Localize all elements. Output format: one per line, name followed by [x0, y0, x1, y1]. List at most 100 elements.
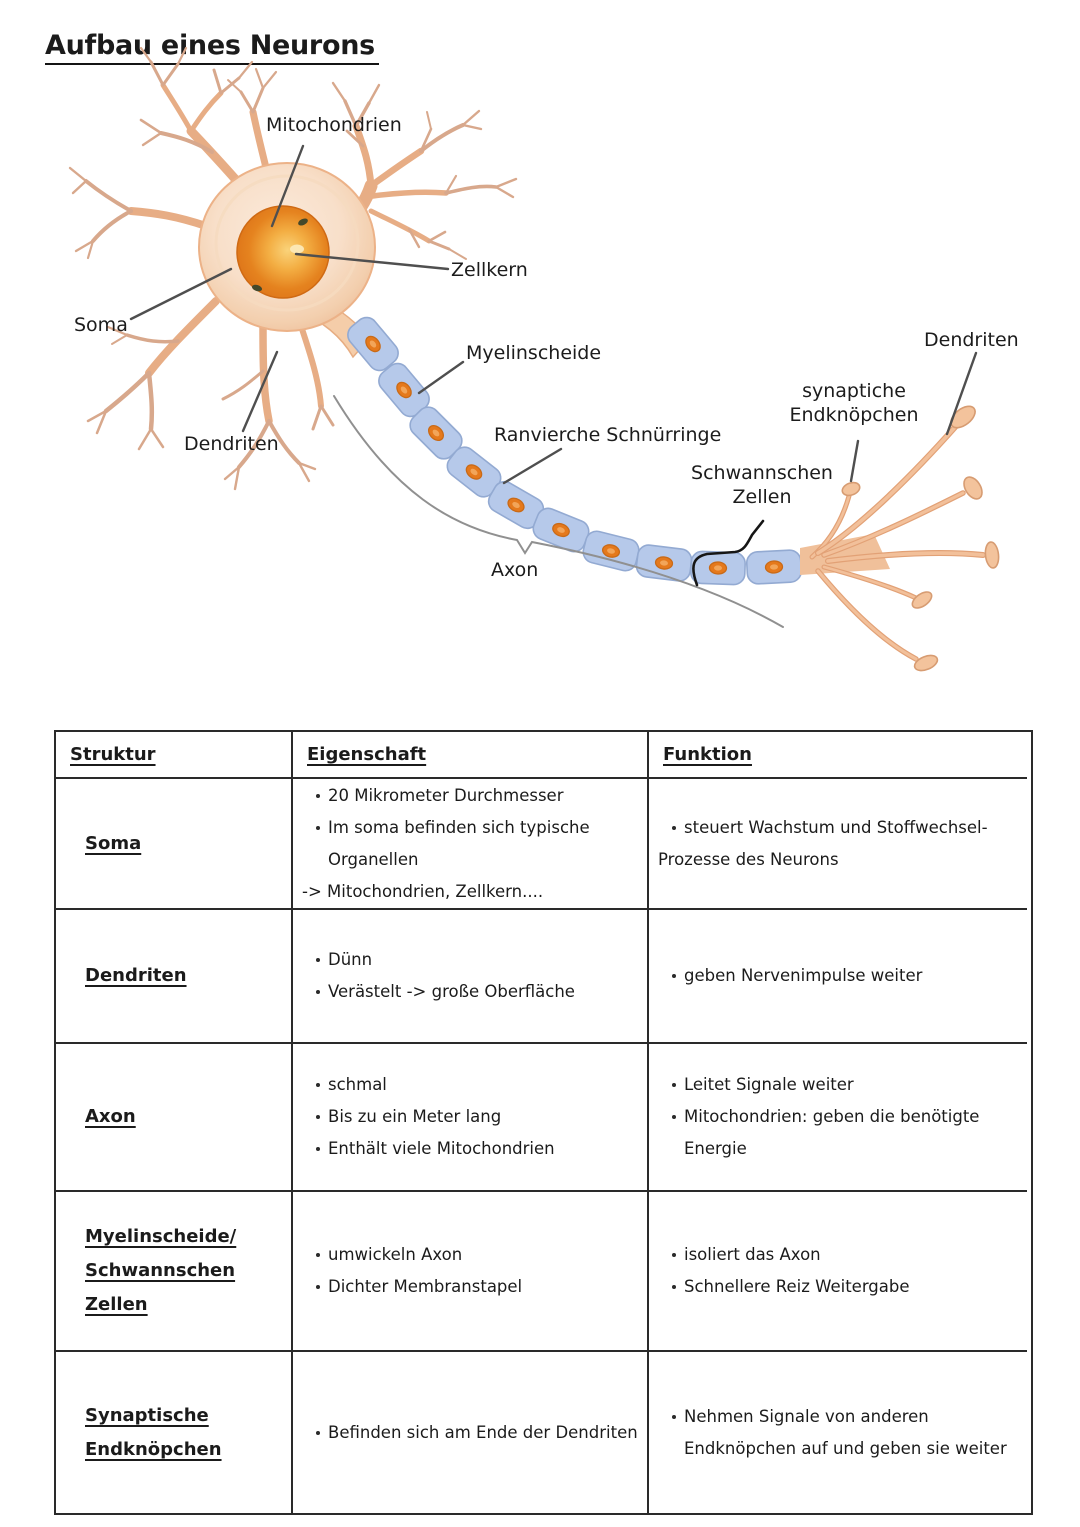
dendrite-branch: [494, 185, 515, 199]
funktion-line: Energie: [649, 1133, 1027, 1165]
label-ranvier: Ranvierche Schnürringe: [494, 424, 722, 446]
pointer-zellkern: [294, 252, 450, 271]
struktur-label: Dendriten: [85, 965, 187, 986]
dendrite-branch: [426, 111, 432, 130]
terminal-branch-core: [822, 491, 965, 557]
schwann-brace: [692, 519, 765, 587]
axon-sweep-line: [333, 395, 784, 628]
funktion-text: Mitochondrien: geben die benötigte: [684, 1107, 980, 1126]
label-mitochondrien: Mitochondrien: [266, 114, 402, 136]
terminal-branch-core: [816, 569, 918, 661]
struktur-label-line: Soma: [85, 827, 291, 861]
funktion-text: steuert Wachstum und Stoffwechsel-: [684, 817, 988, 837]
struktur-label-line: Axon: [85, 1100, 291, 1134]
dendrite-branch: [298, 323, 324, 409]
struktur-label-line: Dendriten: [85, 959, 291, 993]
eigenschaft-cell: 20 Mikrometer Durchmesser Im soma befinde…: [293, 779, 649, 910]
funktion-line: isoliert das Axon: [649, 1239, 1027, 1271]
nucleus: [236, 205, 330, 299]
label-synaptische-line2: Endknöpchen: [789, 404, 919, 426]
dendrite-branch: [68, 166, 88, 183]
bullet-dot: [308, 1115, 328, 1119]
bullet-dot: [664, 1115, 684, 1119]
terminal-branch-core: [826, 551, 985, 563]
eigenschaft-line: Enthält viele Mitochondrien: [293, 1133, 647, 1165]
schwann-nucleus-highlight: [607, 548, 615, 554]
dendrite-branch: [95, 409, 108, 435]
funktion-text: isoliert das Axon: [684, 1245, 821, 1264]
dendrite-branch: [106, 325, 129, 337]
label-schwann-line1: Schwannschen: [691, 462, 833, 484]
myelin-segment: [446, 446, 502, 498]
dendrite-branch: [367, 83, 381, 105]
funktion-line: Schnellere Reiz Weitergabe: [649, 1271, 1027, 1303]
dendrite-branch: [161, 62, 180, 87]
schwann-nucleus-highlight: [557, 527, 565, 533]
dendrite-branch: [331, 81, 347, 103]
bullet-dot: [308, 990, 328, 994]
mitochondrion-spot: [298, 218, 308, 226]
eigenschaft-text: 20 Mikrometer Durchmesser: [328, 785, 564, 805]
struktur-label: Axon: [85, 1106, 136, 1127]
label-myelinscheide: Myelinscheide: [466, 342, 602, 364]
eigenschaft-text: Verästelt -> große Oberfläche: [328, 982, 575, 1001]
synaptic-end-bulb: [950, 405, 976, 429]
dendrite-branch: [354, 101, 371, 128]
dendrite-branch: [444, 184, 498, 195]
neuron-illustration: [68, 46, 1000, 672]
label-dendriten-left: Dendriten: [184, 433, 279, 455]
dendrite-branch: [159, 131, 214, 154]
dendrite-branch: [267, 419, 301, 465]
dendrite-branch: [237, 419, 271, 469]
axon-terminal-branches: [800, 405, 1000, 672]
label-zellkern: Zellkern: [451, 259, 528, 281]
struktur-label-line: Schwannschen: [85, 1254, 291, 1288]
dendrite-branch: [239, 90, 255, 114]
bullet-dot: [664, 1285, 684, 1289]
funktion-text: Nehmen Signale von anderen: [684, 1406, 929, 1426]
terminal-branch: [815, 568, 919, 662]
column-header: Funktion: [649, 732, 1027, 779]
eigenschaft-text: umwickeln Axon: [328, 1245, 463, 1264]
funktion-line: steuert Wachstum und Stoffwechsel-: [649, 812, 1027, 844]
eigenschaft-text: Enthält viele Mitochondrien: [328, 1139, 555, 1158]
pointer-ranvier: [502, 447, 563, 485]
myelin-segment: [487, 480, 545, 530]
eigenschaft-text: Dichter Membranstapel: [328, 1277, 523, 1296]
eigenschaft-line: Dichter Membranstapel: [293, 1271, 647, 1303]
dendrite-branch: [319, 404, 335, 427]
bullet-dot: [308, 794, 328, 798]
funktion-text: Energie: [684, 1139, 747, 1158]
struktur-label-line: Endknöpchen: [85, 1433, 291, 1467]
label-schwann-line2: Zellen: [732, 486, 792, 508]
struktur-cell: Dendriten: [56, 910, 293, 1044]
dendrite-branch: [146, 370, 155, 432]
bullet-dot: [308, 1431, 328, 1435]
column-header: Struktur: [56, 732, 293, 779]
dendrite-branch: [352, 122, 375, 190]
funktion-cell: steuert Wachstum und Stoffwechsel-Prozes…: [649, 779, 1027, 910]
funktion-text: Schnellere Reiz Weitergabe: [684, 1277, 910, 1296]
eigenschaft-line: Im soma befinden sich typische: [293, 812, 647, 844]
dendrite-branch: [367, 147, 425, 190]
dendrite-branch: [139, 118, 163, 135]
dendrite-branch: [141, 131, 163, 147]
dendrite-branch: [86, 239, 95, 260]
schwann-nucleus-highlight: [714, 565, 722, 571]
dendrite-branch: [494, 177, 518, 189]
bullet-dot: [664, 974, 684, 978]
synaptic-end-bulb: [841, 481, 861, 497]
dendrite-branch: [261, 70, 278, 90]
column-header: Eigenschaft: [293, 732, 649, 779]
dendrite-branch: [139, 46, 153, 64]
dendrite-branch: [221, 369, 265, 401]
dendrite-branch: [254, 67, 265, 90]
bullet-dot: [664, 1415, 684, 1419]
synaptic-end-bulb: [984, 541, 1000, 569]
eigenschaft-line: umwickeln Axon: [293, 1239, 647, 1271]
label-synaptische-endknoepchen: synaptiche Endknöpchen: [786, 379, 922, 427]
